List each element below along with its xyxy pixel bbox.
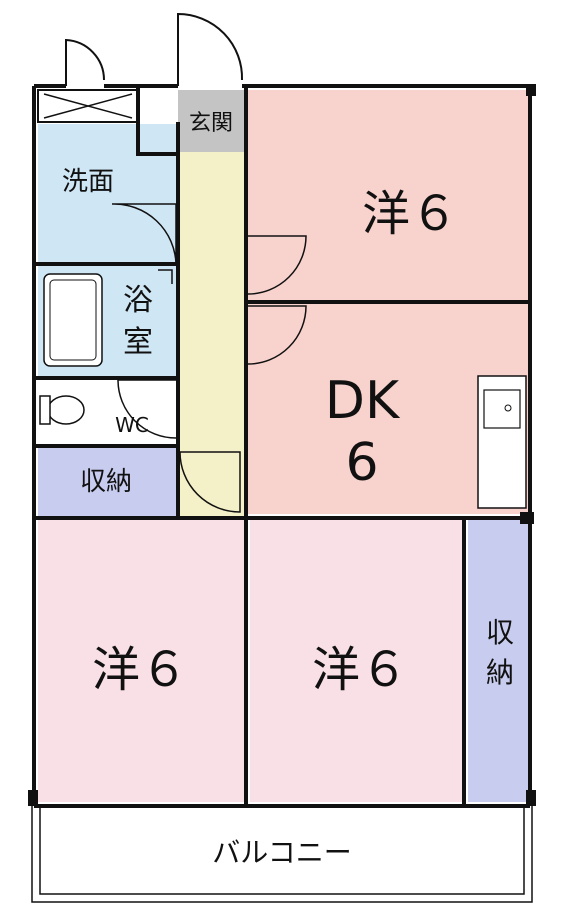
kitchen-sink <box>483 389 521 429</box>
wc-label: WC <box>115 413 149 437</box>
western-bottom-right-label: 洋６ <box>312 642 408 698</box>
western-top-label: 洋６ <box>362 186 458 242</box>
closet-x-mark <box>43 93 133 119</box>
western-bottom-right-area <box>250 520 462 802</box>
storage-right-label-line2: 納 <box>486 656 514 689</box>
washroom-label: 洗面 <box>62 167 114 197</box>
storage-right-label-line1: 収 <box>486 616 514 649</box>
washroom-area <box>38 124 178 264</box>
sink-drain <box>504 404 512 412</box>
western-top-area <box>248 90 530 300</box>
bath-corner-mark <box>158 269 173 284</box>
western-bottom-left-label: 洋６ <box>92 642 188 698</box>
corner-posts <box>28 84 536 806</box>
dk-label-line1: DK <box>325 371 401 431</box>
walls <box>32 84 532 808</box>
western-bottom-left-area <box>38 520 244 802</box>
bathtub-inner <box>49 279 97 361</box>
balcony-label: バルコニー <box>212 836 351 869</box>
balcony-railing <box>31 806 533 903</box>
hallway-area <box>180 152 244 516</box>
toilet-tank <box>39 395 51 425</box>
bath-label-line2: 室 <box>123 325 153 360</box>
storage-right-area <box>468 520 530 802</box>
interior-doors <box>111 203 307 513</box>
storage-left-label: 収納 <box>80 467 132 497</box>
outer-doors <box>65 12 244 86</box>
closet-top-left <box>37 89 139 123</box>
entrance-area <box>178 90 244 152</box>
entrance-label: 玄関 <box>189 111 233 136</box>
toilet-icon <box>47 395 85 425</box>
storage-left-area <box>38 448 178 516</box>
bathtub <box>43 273 103 367</box>
dk-label-line2: 6 <box>345 433 378 493</box>
bath-label-line1: 浴 <box>123 283 153 318</box>
